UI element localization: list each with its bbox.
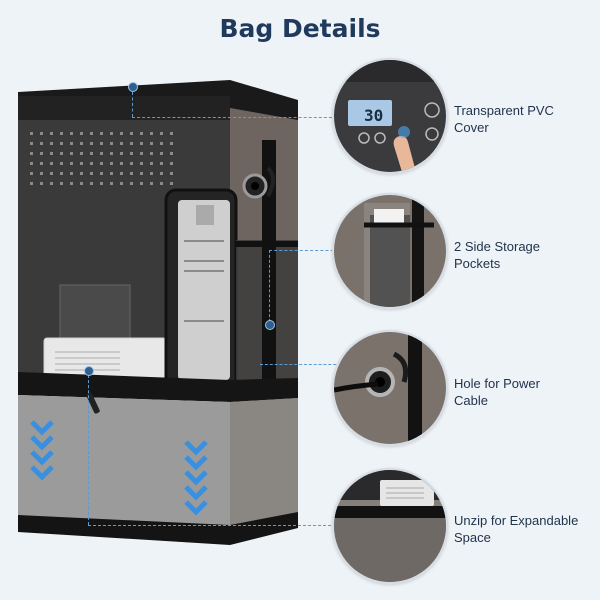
power-hole-detail — [332, 330, 448, 446]
leader-expand — [88, 525, 346, 526]
leader-pocket — [269, 250, 349, 251]
label-side-pockets: 2 Side Storage Pockets — [454, 239, 541, 271]
leader-power — [260, 364, 346, 365]
leader-pvc — [132, 117, 342, 118]
page-title: Bag Details — [219, 14, 381, 43]
label-expandable: Unzip for Expandable Space — [454, 513, 579, 545]
pvc-cover-detail: 30 — [332, 58, 448, 174]
side-pockets-detail — [332, 193, 448, 309]
label-power-hole: Hole for Power Cable — [454, 376, 540, 408]
leader-expand-vertical — [88, 375, 89, 525]
leader-pvc-vertical — [132, 92, 133, 117]
display-reading: 30 — [364, 106, 383, 125]
leader-pocket-vertical — [269, 250, 270, 322]
marker-pvc — [128, 82, 138, 92]
marker-pocket — [265, 320, 275, 330]
marker-expand — [84, 366, 94, 376]
label-pvc-cover: Transparent PVC Cover — [454, 103, 554, 135]
expandable-detail — [332, 468, 448, 584]
